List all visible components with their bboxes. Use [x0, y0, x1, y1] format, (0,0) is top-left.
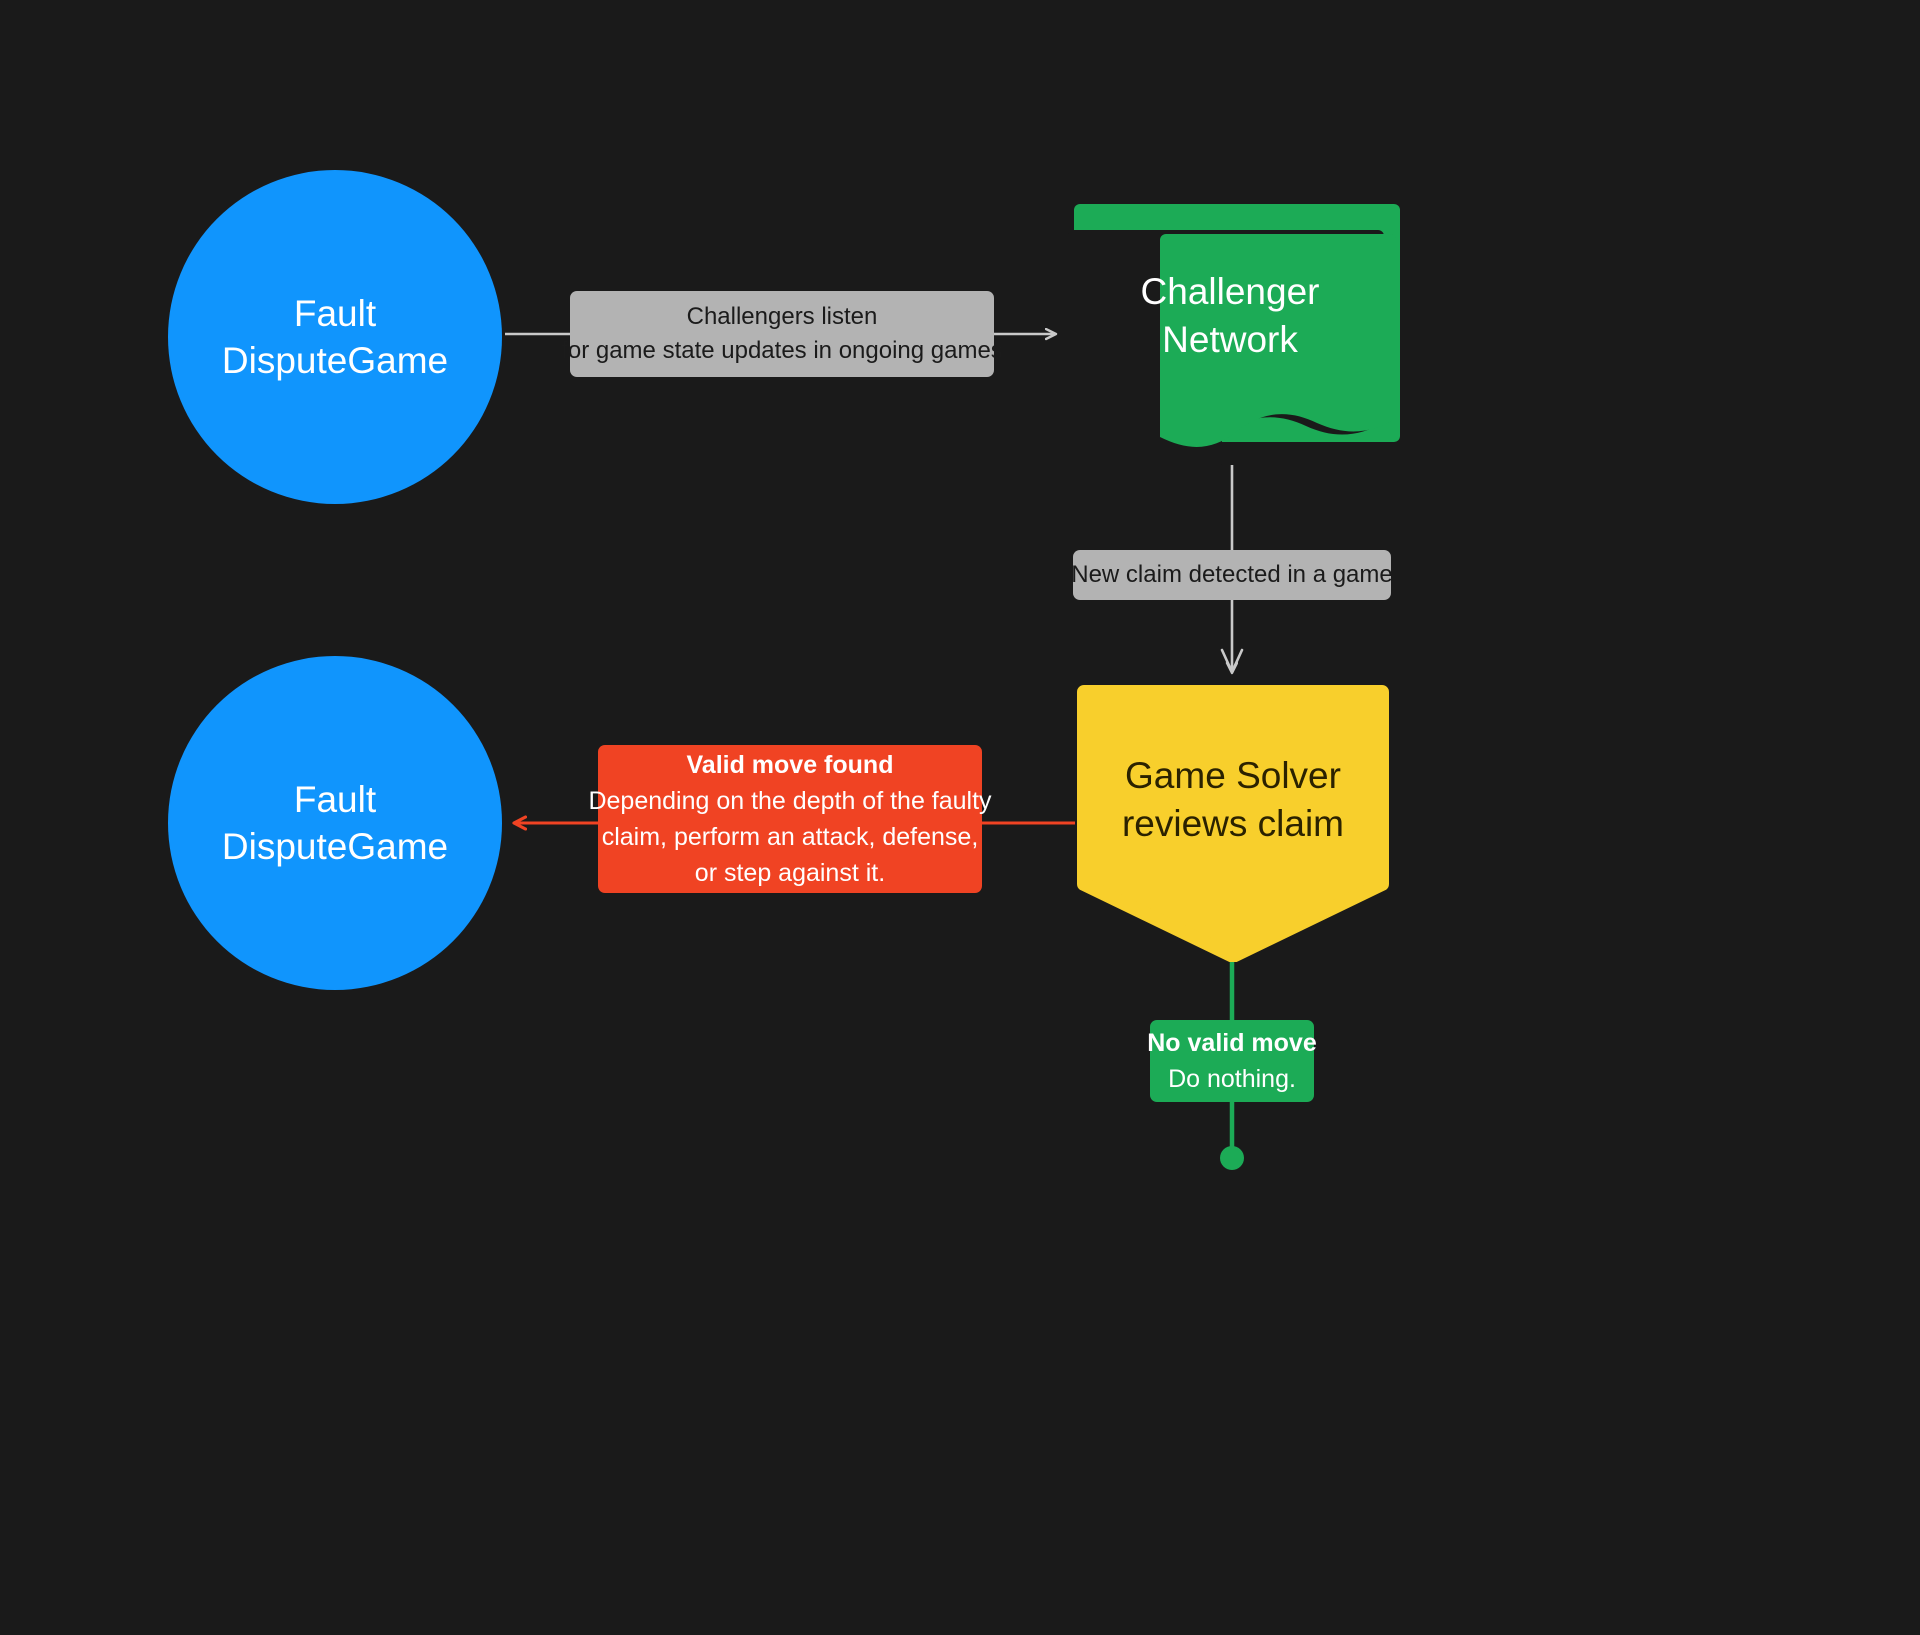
edge-label-line-1: Depending on the depth of the faulty	[588, 786, 992, 815]
node-label: Challenger Network	[1141, 268, 1320, 398]
stacked-document-icon	[1068, 204, 1400, 466]
edge-label-line-1: Do nothing.	[1168, 1065, 1296, 1093]
node-label: Fault DisputeGame	[198, 290, 472, 385]
node-line-1: Fault	[293, 292, 377, 334]
node-fault-dispute-game-top[interactable]: Fault DisputeGame	[168, 170, 502, 504]
edge-label-title: Valid move found	[686, 750, 894, 779]
edge-label-valid-move: Valid move found Depending on the depth …	[588, 745, 992, 893]
node-line-2: DisputeGame	[221, 826, 449, 867]
edge-label-line-1: New claim detected in a game	[1071, 560, 1393, 588]
node-game-solver[interactable]: Game Solver reviews claim	[1076, 684, 1390, 962]
edge-label-new-claim: New claim detected in a game	[1071, 550, 1393, 600]
pentagon-down-shape	[1077, 685, 1389, 962]
edge-label-challengers-listen: Challengers listen for game state update…	[561, 291, 1003, 377]
node-label: Fault DisputeGame	[198, 776, 472, 871]
edge-label-title: No valid move	[1147, 1028, 1317, 1057]
node-line-2: DisputeGame	[221, 340, 449, 381]
edge-label-no-valid-move: No valid move Do nothing.	[1147, 1020, 1317, 1102]
node-line-2: reviews claim	[1121, 803, 1345, 844]
node-line-1: Fault	[293, 778, 377, 820]
edge-label-line-2: claim, perform an attack, defense,	[601, 823, 979, 851]
node-challenger-network[interactable]: Challenger Network	[1060, 200, 1400, 466]
node-line-2: Network	[1162, 319, 1298, 360]
edge-label-line-1: Challengers listen	[686, 302, 878, 330]
flow-terminator-dot	[1220, 1146, 1244, 1170]
node-line-1: Challenger	[1140, 270, 1320, 312]
edge-label-line-2: for game state updates in ongoing games	[561, 337, 1003, 364]
edge-label-line-3: or step against it.	[694, 859, 886, 888]
node-fault-dispute-game-bottom[interactable]: Fault DisputeGame	[168, 656, 502, 990]
node-line-1: Game Solver	[1125, 754, 1341, 796]
node-label: Game Solver reviews claim	[1122, 752, 1344, 894]
